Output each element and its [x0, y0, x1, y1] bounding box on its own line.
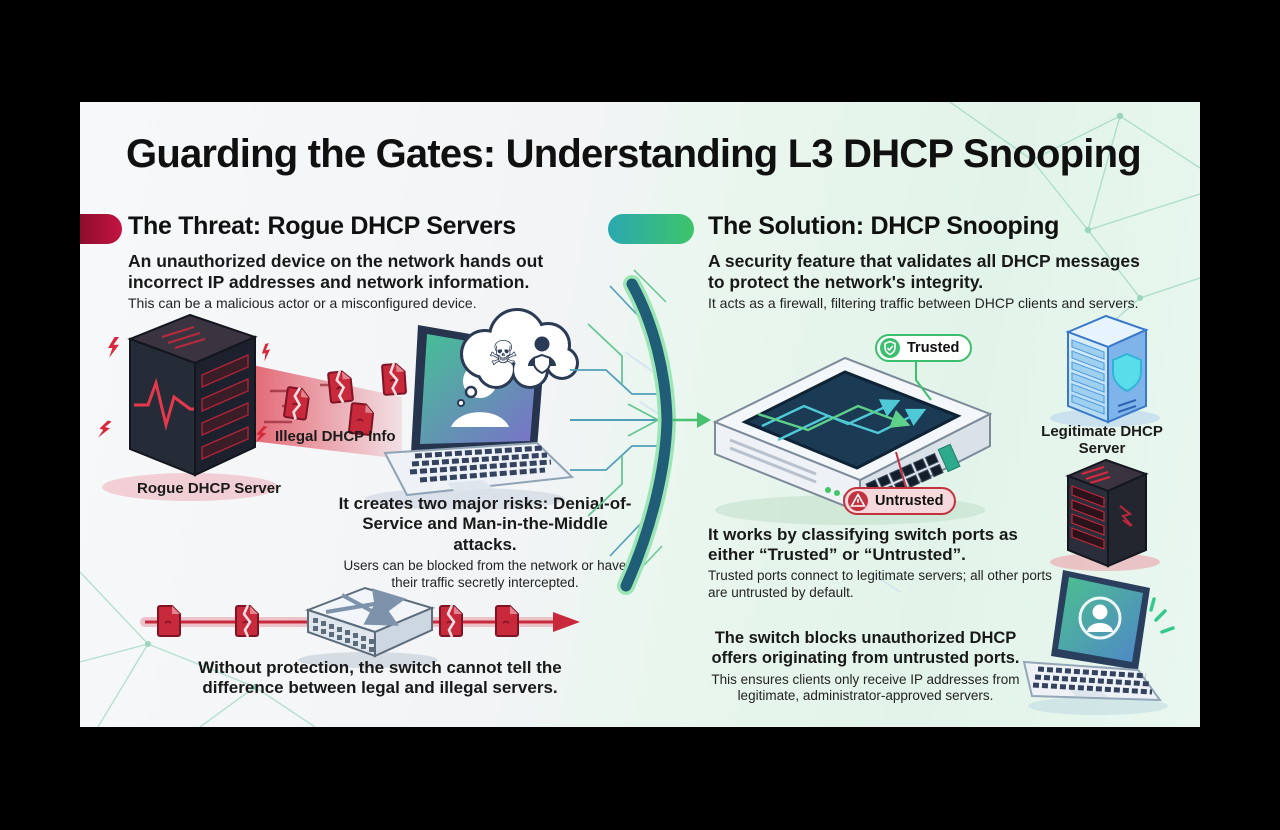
- threat-diagram: ☠: [97, 308, 579, 510]
- shield-icon: [1112, 352, 1142, 393]
- blocks-text: The switch blocks unauthorized DHCP offe…: [711, 629, 1020, 667]
- threat-bottom-text: Without protection, the switch cannot te…: [198, 658, 562, 698]
- legitimate-server-label: Legitimate DHCP Server: [1041, 423, 1163, 457]
- trusted-connector: [915, 358, 932, 401]
- flow-arrow-icon: [697, 412, 711, 428]
- flow-arrowhead-icon: [553, 612, 580, 632]
- heartbeat-line: [134, 377, 194, 431]
- threat-lead: An unauthorized device on the network ha…: [128, 251, 544, 292]
- illegal-dhcp-info-label: Illegal DHCP Info: [275, 428, 396, 445]
- center-divider: [570, 269, 711, 595]
- unprotected-switch-icon: [298, 586, 438, 668]
- infographic-card: Guarding the Gates: Understanding L3 DHC…: [80, 102, 1200, 727]
- broken-dhcp-packet-icon: [236, 605, 258, 637]
- rogue-server-small-icon: [1050, 458, 1160, 571]
- unprotected-flow-diagram: [140, 586, 580, 668]
- threat-subtext: This can be a malicious actor or a misco…: [128, 295, 477, 311]
- threat-heading: The Threat: Rogue DHCP Servers: [128, 212, 516, 240]
- shield-check-icon: [880, 338, 900, 358]
- solution-subtext: It acts as a firewall, filtering traffic…: [708, 295, 1139, 311]
- broken-dhcp-packet-icon: [440, 605, 462, 637]
- untrusted-badge: Untrusted: [843, 487, 957, 515]
- solution-accent-marker: [608, 214, 694, 244]
- broken-dhcp-packet-icon: [382, 362, 406, 395]
- client-laptop-icon: [1022, 570, 1175, 715]
- untrusted-badge-label: Untrusted: [875, 493, 944, 509]
- ports-subtext: Trusted ports connect to legitimate serv…: [708, 568, 1052, 600]
- legitimate-server-icon: [1050, 314, 1160, 427]
- hacker-icon: [528, 336, 556, 375]
- threat-accent-marker: [80, 214, 122, 244]
- skull-icon: ☠: [488, 334, 518, 374]
- sparkle-icon: [1149, 597, 1175, 634]
- ports-text: It works by classifying switch ports as …: [708, 525, 1018, 565]
- switch-screen: [741, 370, 962, 470]
- warning-icon: [848, 491, 868, 511]
- trusted-badge: Trusted: [875, 334, 973, 362]
- untrusted-connector: [895, 451, 907, 489]
- page-title: Guarding the Gates: Understanding L3 DHC…: [126, 132, 1142, 176]
- dhcp-packet-icon: [157, 605, 181, 637]
- risks-text: It creates two major risks: Denial-of-Se…: [338, 494, 632, 554]
- threat-thought-cloud: ☠: [457, 308, 579, 407]
- rogue-server-icon: [97, 313, 273, 477]
- rogue-dhcp-server-label: Rogue DHCP Server: [137, 480, 281, 497]
- trusted-badge-label: Trusted: [907, 340, 960, 356]
- dhcp-packet-icon: [495, 605, 519, 637]
- solution-heading: The Solution: DHCP Snooping: [708, 212, 1060, 240]
- blocks-subtext: This ensures clients only receive IP add…: [711, 671, 1020, 704]
- broken-dhcp-packet-icon: [328, 370, 353, 404]
- risks-subtext: Users can be blocked from the network or…: [343, 558, 627, 591]
- solution-lead: A security feature that validates all DH…: [708, 251, 1140, 292]
